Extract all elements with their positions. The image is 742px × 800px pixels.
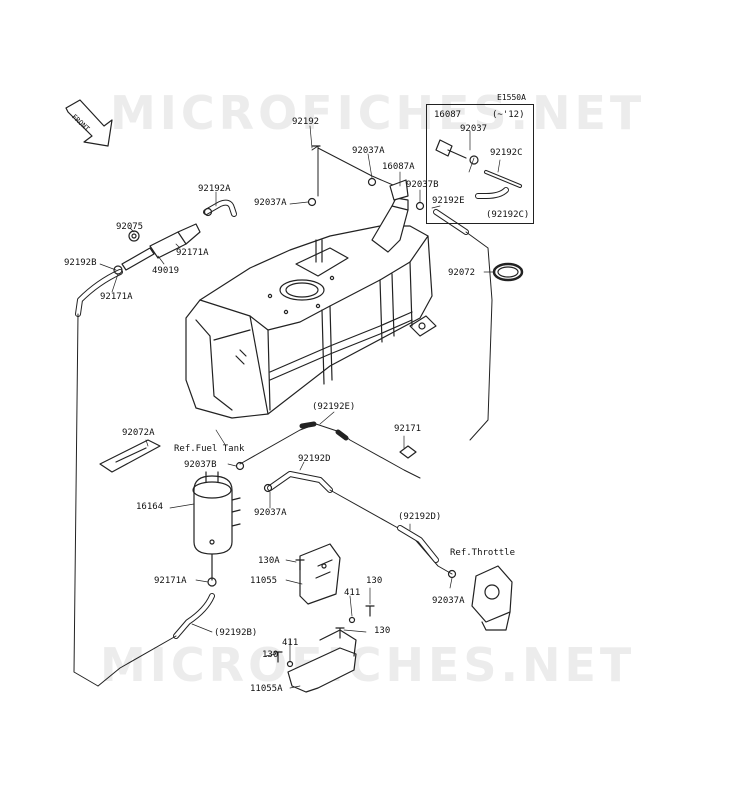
canister-16164 — [192, 471, 241, 555]
label-92192c: 92192C — [490, 148, 523, 158]
label-92192d: 92192D — [298, 454, 331, 464]
label-92037a-left: 92037A — [254, 198, 287, 208]
throttle-body — [471, 565, 513, 631]
label-92192c-paren: (92192C) — [486, 210, 530, 220]
label-49019: 49019 — [152, 266, 180, 276]
label-92037a-mid: 92037A — [254, 508, 287, 518]
hoses — [73, 145, 493, 687]
label-411-b: 411 — [282, 638, 299, 648]
leader-lines — [99, 125, 501, 689]
label-130-b: 130 — [374, 626, 391, 636]
label-130a: 130A — [258, 556, 280, 566]
label-11055a: 11055A — [250, 684, 283, 694]
label-16087a: 16087A — [382, 162, 415, 172]
label-411-a: 411 — [344, 588, 361, 598]
label-92037b-mid: 92037B — [184, 460, 217, 470]
fuel-tank — [185, 197, 437, 419]
label-92192b-paren: (92192B) — [214, 628, 258, 638]
watermark-bottom: MICROFICHES.NET — [100, 638, 636, 692]
label-92192b: 92192B — [64, 258, 97, 268]
label-92192e: 92192E — [432, 196, 465, 206]
label-92171a-a: 92171A — [176, 248, 209, 258]
ref-fuel-tank: Ref.Fuel Tank — [174, 444, 245, 454]
ref-throttle: Ref.Throttle — [450, 548, 516, 558]
label-92037-inset: 92037 — [460, 124, 488, 134]
diagram-code: E1550A — [497, 93, 526, 102]
label-92072: 92072 — [448, 268, 476, 278]
label-92192e-paren: (92192E) — [312, 402, 356, 412]
bracket-92072a — [99, 439, 161, 473]
label-92075: 92075 — [116, 222, 144, 232]
label-11055: 11055 — [250, 576, 278, 586]
inset-parts — [435, 139, 522, 199]
inset-note: (~'12) — [492, 110, 525, 120]
label-92171: 92171 — [394, 424, 422, 434]
label-92192a: 92192A — [198, 184, 231, 194]
label-92192d-paren: (92192D) — [398, 512, 442, 522]
label-92171a-b: 92171A — [100, 292, 133, 302]
label-92037a-right: 92037A — [432, 596, 465, 606]
watermark-top: MICROFICHES.NET — [110, 86, 646, 140]
front-arrow-icon — [65, 99, 113, 147]
inset-box — [426, 104, 534, 224]
label-92037b-top: 92037B — [406, 180, 439, 190]
label-92192: 92192 — [292, 117, 320, 127]
label-92037a-top: 92037A — [352, 146, 385, 156]
mount-brackets — [273, 543, 375, 693]
label-92171a-c: 92171A — [154, 576, 187, 586]
label-16087: 16087 — [434, 110, 462, 120]
label-130-c: 130 — [262, 650, 279, 660]
label-16164: 16164 — [136, 502, 164, 512]
label-130-a: 130 — [366, 576, 383, 586]
label-92072a: 92072A — [122, 428, 155, 438]
